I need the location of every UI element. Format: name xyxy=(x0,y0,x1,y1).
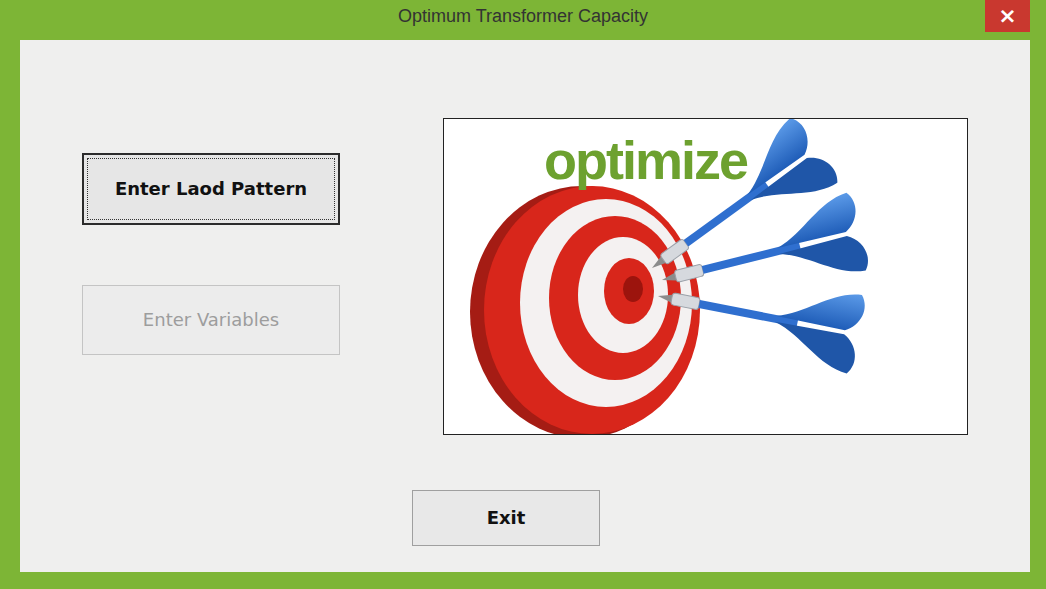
push-button: Enter Laod Pattern xyxy=(82,153,340,225)
button-label: × xyxy=(998,4,1016,28)
dart xyxy=(650,257,867,375)
banner-word: optimize xyxy=(544,131,747,190)
button-label: Enter Laod Pattern xyxy=(115,179,307,199)
push-button: Exit xyxy=(412,490,600,546)
dartboard xyxy=(470,186,700,434)
window-title: Optimum Transformer Capacity xyxy=(0,6,1046,27)
button-label: Enter Variables xyxy=(143,310,279,330)
close-button: × xyxy=(985,0,1030,32)
image-frame: optimize xyxy=(443,118,968,435)
push-button: Enter Variables xyxy=(82,285,340,355)
image-background xyxy=(444,119,967,434)
button-label: Exit xyxy=(487,508,526,528)
